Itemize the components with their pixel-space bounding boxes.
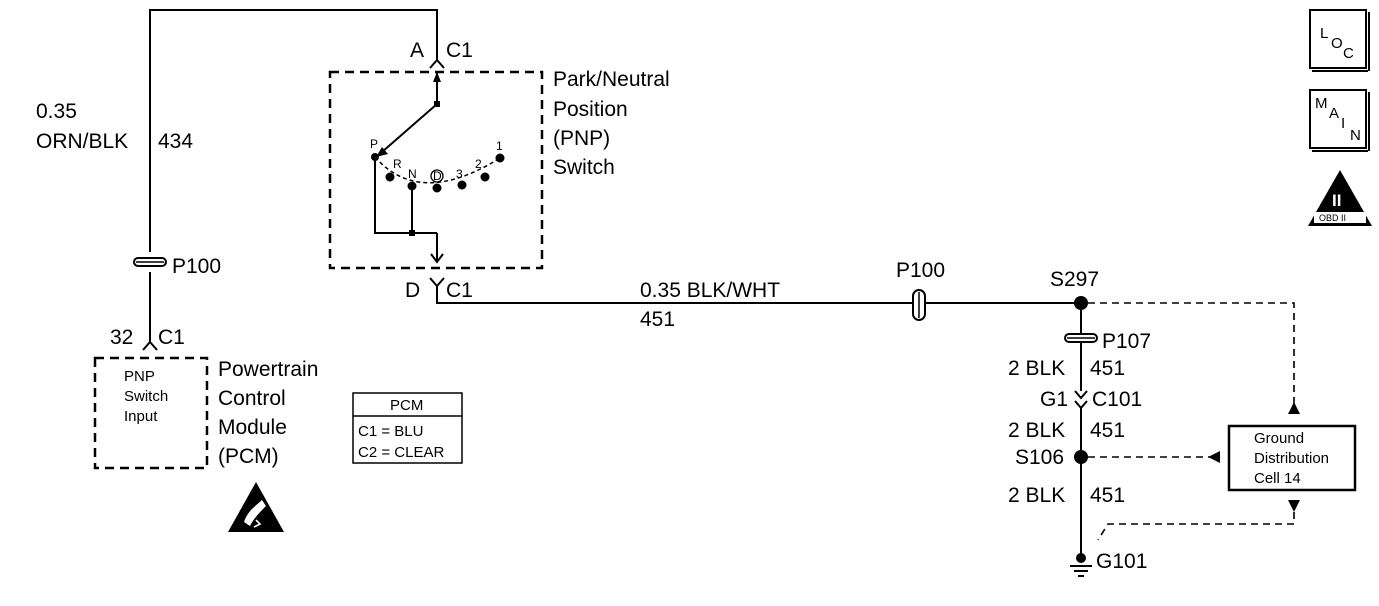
- pcm-name-line-2: Control: [218, 387, 286, 410]
- g101-dashed-link: [1097, 512, 1295, 541]
- loc-letter-2: O: [1331, 35, 1343, 52]
- obd-numeral: II: [1332, 191, 1341, 210]
- ground-cell-line-2: Distribution: [1254, 450, 1329, 467]
- ground-distribution-box[interactable]: [1227, 424, 1357, 492]
- pcm-table-row-2: C2 = CLEAR: [358, 444, 444, 461]
- pnp-name-line-2: Position: [553, 98, 628, 121]
- esd-warning-icon: [228, 482, 284, 532]
- c101-connector-icon: [1074, 390, 1088, 410]
- pcm-connector-table: [352, 392, 463, 464]
- pnp-bottom-connector-icon: [429, 277, 445, 288]
- wire-451-main-circuit: 451: [640, 308, 675, 331]
- pnp-name-line-4: Switch: [553, 156, 615, 179]
- main-badge[interactable]: [1309, 89, 1370, 152]
- pcm-name-line-3: Module: [218, 416, 287, 439]
- pnp-pos-r: R: [393, 157, 402, 171]
- main-letter-1: M: [1315, 95, 1328, 112]
- wire-451-main-label: 0.35 BLK/WHT: [640, 279, 780, 302]
- pnp-pos-n: N: [408, 167, 417, 181]
- loc-letter-3: C: [1343, 45, 1354, 62]
- p100-left-label: P100: [172, 255, 221, 278]
- wire-434: [149, 9, 438, 342]
- pnp-top-pin: A: [410, 39, 424, 62]
- wire-451-main: [436, 286, 913, 304]
- pnp-bottom-connector: C1: [446, 279, 473, 302]
- wire-451-b-label: 2 BLK: [1008, 419, 1065, 442]
- pnp-top-connector-icon: [429, 58, 445, 69]
- loc-badge[interactable]: [1309, 9, 1370, 72]
- wire-451-c-circuit: 451: [1090, 484, 1125, 507]
- pcm-name-line-1: Powertrain: [218, 358, 318, 381]
- pcm-name-line-4: (PCM): [218, 445, 279, 468]
- pcm-table-row-1: C1 = BLU: [358, 423, 423, 440]
- pnp-bottom-pin: D: [405, 279, 420, 302]
- ground-g101-icon: [1070, 553, 1092, 577]
- down-arrow-icon: [1288, 500, 1300, 512]
- wire-451-a-circuit: 451: [1090, 357, 1125, 380]
- c101-pin: G1: [1040, 388, 1068, 411]
- pnp-name-line-3: (PNP): [553, 127, 610, 150]
- pnp-pos-p: P: [370, 137, 378, 151]
- wire-434-circuit: 434: [158, 130, 193, 153]
- s106-label: S106: [1015, 446, 1064, 469]
- wire-451-a-label: 2 BLK: [1008, 357, 1065, 380]
- p100-inline-connector-icon: [912, 289, 926, 321]
- pcm-box: [93, 356, 209, 470]
- obd-ii-icon[interactable]: [1308, 170, 1372, 226]
- pcm-input-line-2: Switch: [124, 388, 168, 405]
- p107-label: P107: [1102, 330, 1151, 353]
- pcm-pin: 32: [110, 326, 133, 349]
- pcm-input-line-3: Input: [124, 408, 158, 425]
- wire-451-b-circuit: 451: [1090, 419, 1125, 442]
- left-arrow-icon: [1208, 451, 1220, 463]
- up-arrow-icon: [1288, 402, 1300, 414]
- g101-label: G101: [1096, 550, 1147, 573]
- main-letter-2: A: [1329, 105, 1339, 122]
- pcm-connector-icon: [142, 340, 158, 351]
- pcm-table-title: PCM: [390, 397, 423, 414]
- s297-label: S297: [1050, 268, 1099, 291]
- main-letter-3: I: [1341, 115, 1345, 132]
- pnp-pos-1: 1: [496, 139, 503, 153]
- pnp-pos-2: 2: [475, 157, 482, 171]
- p107-connector-icon: [1064, 333, 1098, 343]
- wire-451-c-label: 2 BLK: [1008, 484, 1065, 507]
- pcm-connector: C1: [158, 326, 185, 349]
- pcm-input-line-1: PNP: [124, 368, 155, 385]
- pnp-pos-3: 3: [456, 167, 463, 181]
- ground-cell-line-1: Ground: [1254, 430, 1304, 447]
- main-letter-4: N: [1350, 127, 1361, 144]
- s297-dashed-link: [1088, 302, 1295, 406]
- pnp-switch-mechanism: [371, 72, 505, 264]
- pnp-top-connector: C1: [446, 39, 473, 62]
- pnp-name-line-1: Park/Neutral: [553, 68, 670, 91]
- s106-splice-icon: [1074, 450, 1088, 464]
- p100-left-connector-icon: [133, 257, 167, 267]
- ground-cell-line-3: Cell 14: [1254, 470, 1301, 487]
- obd-caption: OBD II: [1319, 213, 1346, 223]
- pnp-pos-d: D: [433, 169, 442, 183]
- wire-434-color: ORN/BLK: [36, 130, 128, 153]
- loc-letter-1: L: [1320, 25, 1328, 42]
- p100-inline-label: P100: [896, 259, 945, 282]
- wire-434-gauge: 0.35: [36, 100, 77, 123]
- c101-connector: C101: [1092, 388, 1142, 411]
